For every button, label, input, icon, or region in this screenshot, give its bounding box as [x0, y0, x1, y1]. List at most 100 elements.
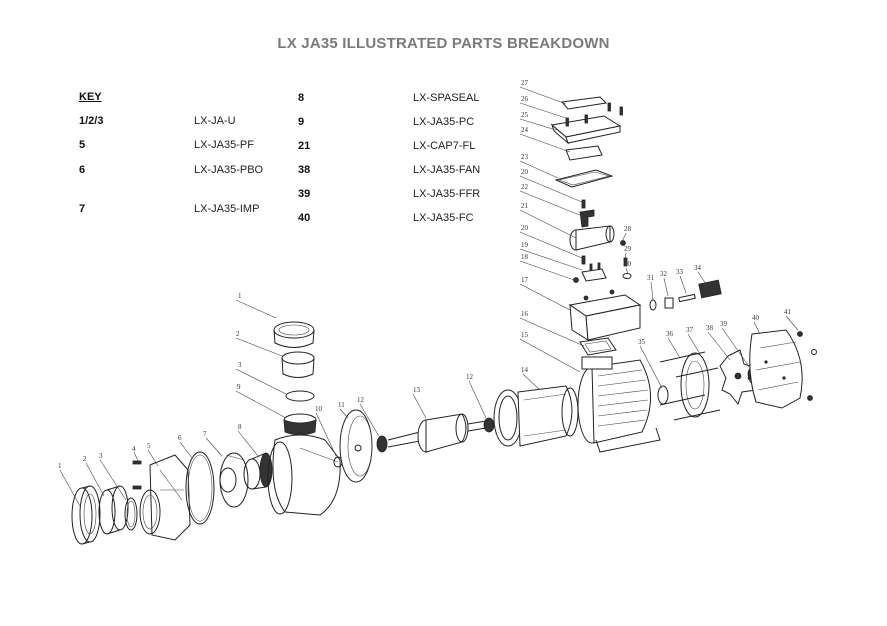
key-part-code: LX-JA35-IMP: [194, 203, 260, 215]
callout-31: 31: [647, 274, 655, 282]
rear-bearing-part: [483, 417, 495, 433]
callout-40: 40: [752, 314, 760, 322]
union-tail-part: [98, 485, 129, 535]
earth-screw-part: [623, 257, 628, 267]
callout-41: 41: [784, 308, 792, 316]
callout-labels: 1 2 3 4 5 6 7 8 1 2 3 9 10 11 12 13 12 1…: [58, 79, 792, 470]
callout-30: 30: [624, 260, 632, 268]
callout-34: 34: [694, 264, 702, 272]
callout-36: 36: [666, 330, 674, 338]
callout-3: 3: [99, 452, 103, 460]
callout-19: 19: [521, 241, 529, 249]
stator-part: [493, 385, 579, 447]
key-number: 7: [79, 203, 86, 215]
gasket-part: [185, 451, 215, 525]
callout-2-upper: 2: [236, 330, 240, 338]
key-part-code: LX-JA-U: [194, 115, 236, 127]
callout-6: 6: [178, 434, 182, 442]
callout-15: 15: [521, 331, 529, 339]
fan-cover-part: [749, 329, 803, 409]
callout-11: 11: [338, 401, 345, 409]
lid-screws-part: [565, 102, 623, 127]
plug-part: [698, 279, 722, 299]
washer-part: [622, 273, 632, 279]
callout-29: 29: [624, 245, 632, 253]
terminal-block-part: [581, 262, 607, 282]
page-title: LX JA35 ILLUSTRATED PARTS BREAKDOWN: [277, 35, 610, 52]
upper-o-ring-part: [285, 390, 315, 402]
terminal-box-gasket-part: [579, 337, 617, 356]
rotor-shaft-part: [387, 413, 487, 453]
key-number: 8: [298, 92, 305, 104]
upper-union-tail-part: [281, 351, 315, 378]
callout-1-upper: 1: [238, 292, 242, 300]
key-number: 9: [298, 116, 305, 128]
key-part-code: LX-CAP7-FL: [413, 140, 476, 152]
earth-nut-part: [620, 240, 626, 246]
callout-35: 35: [638, 338, 646, 346]
key-part-code: LX-JA35-PF: [194, 139, 254, 151]
key-number: 39: [298, 188, 311, 200]
callout-7: 7: [203, 430, 207, 438]
capacitor-clamp-part: [579, 209, 595, 228]
lid-insert-part: [565, 145, 603, 161]
callout-10: 10: [315, 405, 323, 413]
fan-part: [719, 349, 757, 406]
callout-22: 22: [521, 183, 529, 191]
key-number: 5: [79, 139, 86, 151]
callout-38: 38: [706, 324, 714, 332]
terminal-box-part: [568, 289, 642, 341]
upper-union-nut-part: [273, 321, 315, 348]
callout-5: 5: [147, 442, 151, 450]
key-part-code: LX-JA35-FAN: [413, 164, 481, 176]
callout-16: 16: [521, 310, 529, 318]
callout-39: 39: [720, 320, 728, 328]
pump-front-cover-part: [132, 454, 191, 541]
callout-32: 32: [660, 270, 668, 278]
front-bearing-part: [376, 435, 388, 453]
impeller-part: [219, 452, 249, 508]
callout-20-upper: 20: [521, 168, 529, 176]
screw-part: [581, 255, 586, 265]
key-number: 38: [298, 164, 311, 176]
nut-part: [573, 277, 579, 283]
callout-3-upper: 3: [238, 361, 242, 369]
union-nut-part: [71, 485, 101, 545]
key-number: 40: [298, 212, 311, 224]
motor-flange-part: [339, 409, 373, 483]
leader-lines: [59, 86, 799, 507]
grommet-part: [649, 299, 657, 311]
rear-o-ring-part: [657, 385, 669, 405]
key-heading: KEY: [79, 91, 102, 103]
key-part-code: LX-JA35-PC: [413, 116, 475, 128]
callout-33: 33: [676, 268, 684, 276]
callout-25: 25: [521, 111, 529, 119]
callout-17: 17: [521, 276, 529, 284]
capacitor-part: [569, 225, 615, 251]
o-ring-part: [124, 497, 138, 531]
box-lid-gasket-part: [554, 169, 614, 188]
callout-24: 24: [521, 126, 529, 134]
callout-28: 28: [624, 225, 632, 233]
key-part-code: LX-JA35-FC: [413, 212, 474, 224]
callout-9: 9: [237, 383, 241, 391]
callout-8: 8: [238, 423, 242, 431]
callout-2: 2: [83, 455, 87, 463]
key-number: 1/2/3: [79, 115, 104, 127]
callout-12: 12: [357, 396, 365, 404]
cable-part: [678, 293, 696, 303]
key-part-code: LX-JA35-PBO: [194, 164, 264, 176]
pump-body-part: [267, 413, 341, 516]
callout-21: 21: [521, 202, 529, 210]
motor-housing-part: [577, 356, 661, 453]
key-part-code: LX-SPASEAL: [413, 92, 480, 104]
lid-label-plate-part: [561, 96, 608, 110]
callout-27: 27: [521, 79, 529, 87]
callout-23: 23: [521, 153, 529, 161]
callout-1: 1: [58, 462, 62, 470]
cable-gland-part: [664, 297, 674, 309]
key-number: 21: [298, 140, 311, 152]
rear-end-shield-part: [659, 351, 721, 421]
callout-12-rear: 12: [466, 373, 474, 381]
